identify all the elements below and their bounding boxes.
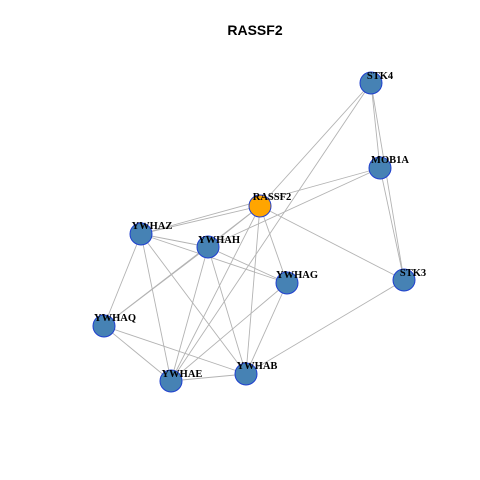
- node-ywhab: YWHAB: [234, 361, 278, 386]
- edge-ywhah-ywhaq: [103, 246, 209, 327]
- edge-ywhaq-ywhab: [103, 325, 247, 375]
- edge-ywhag-ywhab: [245, 282, 288, 375]
- edge-stk4-rassf2: [259, 82, 372, 207]
- edge-ywhag-ywhae: [170, 282, 288, 382]
- node-label-ywhaz: YWHAZ: [132, 221, 173, 232]
- node-label-ywhab: YWHAB: [237, 361, 278, 372]
- node-label-ywhaq: YWHAQ: [94, 313, 136, 324]
- node-ywhag: YWHAG: [275, 270, 318, 295]
- node-rassf2: RASSF2: [248, 192, 292, 218]
- node-circle-ywhaz: [129, 222, 153, 246]
- node-label-stk4: STK4: [367, 71, 394, 82]
- node-ywhaz: YWHAZ: [129, 221, 173, 246]
- graph-title: RASSF2: [227, 22, 282, 38]
- edge-stk4-stk3: [370, 82, 405, 281]
- edge-ywhaz-ywhaq: [103, 233, 142, 327]
- node-label-ywhag: YWHAG: [276, 270, 318, 281]
- node-circle-ywhae: [159, 369, 183, 393]
- edge-stk4-mob1a: [370, 82, 381, 169]
- node-ywhaq: YWHAQ: [92, 313, 136, 338]
- edge-ywhae-ywhab: [170, 373, 247, 382]
- node-ywhah: YWHAH: [196, 235, 240, 259]
- node-circle-stk3: [392, 268, 416, 292]
- edge-rassf2-ywhag: [259, 205, 288, 284]
- edge-rassf2-ywhae: [170, 205, 261, 382]
- node-stk4: STK4: [359, 71, 394, 95]
- node-label-mob1a: MOB1A: [371, 155, 409, 166]
- node-label-stk3: STK3: [400, 268, 426, 279]
- node-label-ywhae: YWHAE: [162, 369, 203, 380]
- edge-rassf2-ywhaz: [140, 205, 261, 235]
- node-circle-mob1a: [368, 156, 392, 180]
- edge-mob1a-stk3: [379, 167, 405, 281]
- edge-rassf2-stk3: [259, 205, 405, 281]
- edge-ywhaz-ywhag: [140, 233, 288, 284]
- node-ywhae: YWHAE: [159, 369, 203, 393]
- node-stk3: STK3: [392, 268, 426, 292]
- edge-ywhaz-ywhab: [140, 233, 247, 375]
- node-label-rassf2: RASSF2: [253, 192, 292, 203]
- edge-ywhaq-ywhae: [103, 325, 172, 382]
- edge-ywhah-ywhae: [170, 246, 209, 382]
- edge-rassf2-ywhab: [245, 205, 261, 375]
- node-mob1a: MOB1A: [368, 155, 409, 180]
- edge-mob1a-ywhah: [207, 167, 381, 248]
- edge-ywhah-ywhag: [207, 246, 288, 284]
- node-circle-rassf2: [248, 194, 272, 218]
- edge-ywhaz-ywhae: [140, 233, 172, 382]
- node-circle-ywhag: [275, 271, 299, 295]
- node-circle-stk4: [359, 71, 383, 95]
- node-circle-ywhaq: [92, 314, 116, 338]
- node-label-ywhah: YWHAH: [198, 235, 240, 246]
- node-circle-ywhab: [234, 362, 258, 386]
- edge-ywhah-ywhab: [207, 246, 247, 375]
- edge-stk4-ywhae: [170, 82, 372, 382]
- edge-stk3-ywhab: [245, 279, 405, 375]
- node-circle-ywhah: [196, 235, 220, 259]
- edge-layer: [103, 82, 405, 382]
